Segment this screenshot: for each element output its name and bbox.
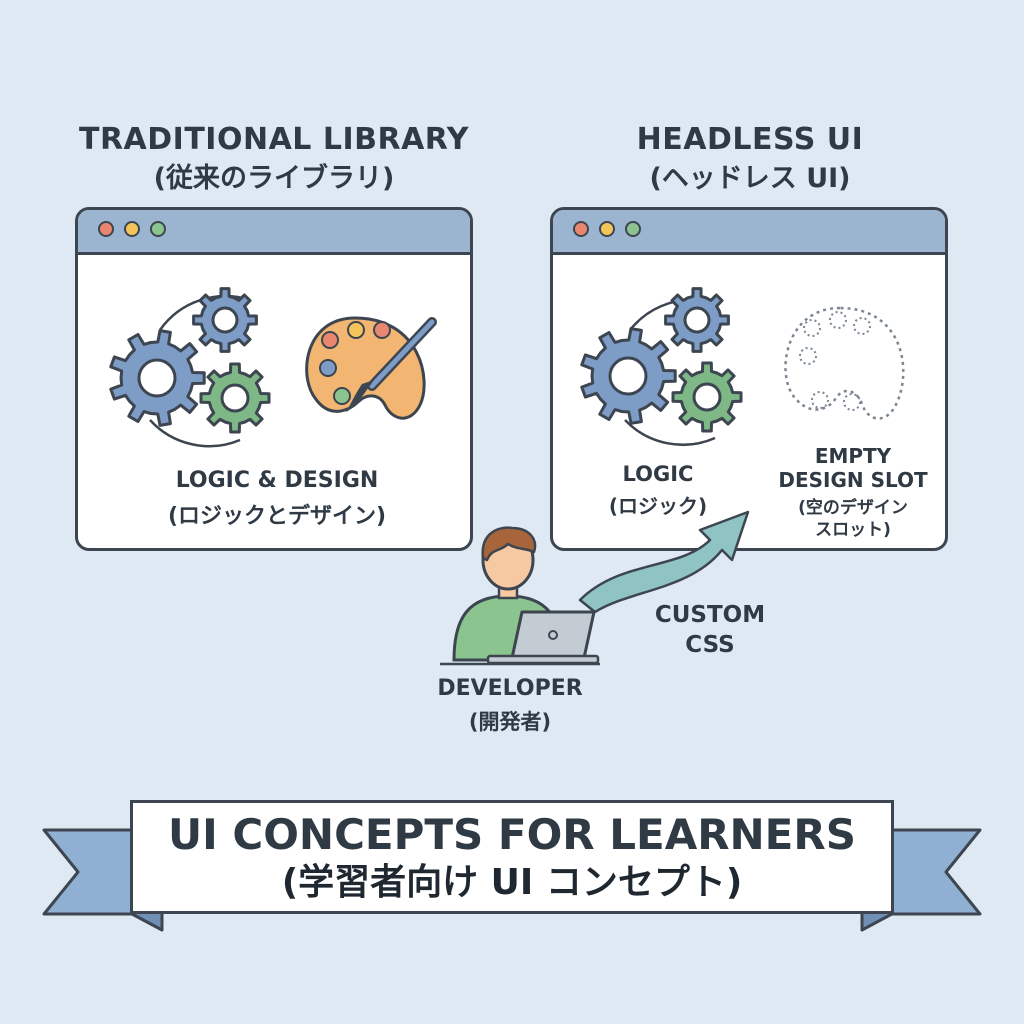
- gear-icon: [664, 287, 730, 353]
- arrow-icon: [578, 510, 750, 614]
- dotted-palette-icon: [784, 306, 905, 420]
- window-titlebar: [553, 210, 945, 255]
- right-panel-title: HEADLESS UI: [636, 122, 864, 157]
- ribbon-left-tail: [42, 828, 134, 916]
- empty-design-slot-sublabel-line1: (空のデザイン: [798, 498, 908, 518]
- logic-design-label: LOGIC & DESIGN: [175, 468, 379, 493]
- laptop-icon: [486, 610, 600, 665]
- window-close-dot: [573, 221, 589, 237]
- custom-css-label-line2: CSS: [685, 632, 735, 658]
- gear-icon: [109, 329, 206, 427]
- gear-icon: [192, 287, 258, 353]
- window-maximize-dot: [625, 221, 641, 237]
- logic-design-sublabel: (ロジックとデザイン): [167, 504, 387, 529]
- banner-subtitle: (学習者向け UI コンセプト): [281, 862, 743, 903]
- developer-sublabel: (開発者): [468, 710, 552, 734]
- developer-label: DEVELOPER: [437, 676, 583, 701]
- ribbon-right-tail: [890, 828, 982, 916]
- window-close-dot: [98, 221, 114, 237]
- banner-box: UI CONCEPTS FOR LEARNERS (学習者向け UI コンセプト…: [130, 800, 894, 914]
- window-minimize-dot: [599, 221, 615, 237]
- empty-design-slot-label-line1: EMPTY: [814, 444, 892, 468]
- left-panel-subtitle: (従来のライブラリ): [153, 163, 395, 194]
- paintbrush-icon: [346, 317, 437, 412]
- empty-design-slot-label-line2: DESIGN SLOT: [778, 468, 928, 492]
- empty-design-slot-sublabel-line2: スロット): [815, 520, 891, 540]
- logic-sublabel: (ロジック): [608, 494, 708, 518]
- paint-palette-icon: [305, 316, 426, 420]
- gear-icon: [199, 362, 271, 434]
- cycle-arc-icon: [624, 419, 716, 446]
- gear-icon: [580, 327, 677, 425]
- cycle-arc-icon: [149, 419, 241, 448]
- right-panel-subtitle: (ヘッドレス UI): [649, 163, 851, 194]
- left-panel-title: TRADITIONAL LIBRARY: [78, 122, 469, 157]
- banner-title: UI CONCEPTS FOR LEARNERS: [168, 810, 856, 859]
- window-maximize-dot: [150, 221, 166, 237]
- logic-label: LOGIC: [622, 462, 694, 486]
- window-titlebar: [78, 210, 470, 255]
- window-minimize-dot: [124, 221, 140, 237]
- gear-icon: [671, 361, 743, 433]
- custom-css-label-line1: CUSTOM: [654, 602, 766, 628]
